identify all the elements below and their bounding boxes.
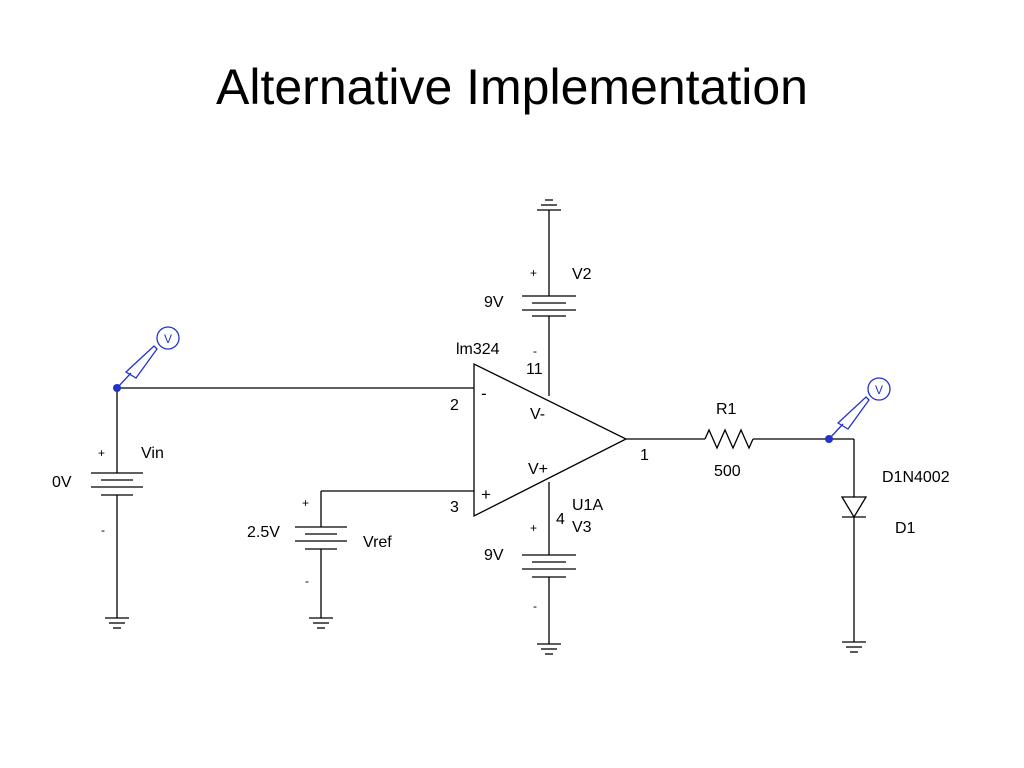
opamp-plus-sign: +	[481, 485, 491, 504]
opamp-pin-vpos: 4	[556, 511, 565, 528]
opamp-part-label: lm324	[456, 341, 500, 358]
opamp-vpos-label: V+	[528, 461, 548, 478]
ground-symbol-vref	[309, 617, 333, 629]
diode-part-label: D1N4002	[882, 469, 950, 486]
v2-value: 9V	[484, 294, 504, 311]
vin-minus: -	[101, 523, 105, 537]
battery-symbol-v2	[522, 295, 576, 317]
resistor-value: 500	[714, 463, 741, 480]
wires	[116, 210, 855, 644]
battery-symbol-vin	[91, 472, 143, 496]
slide-title: Alternative Implementation	[216, 59, 808, 115]
opamp-triangle	[473, 362, 628, 518]
vref-name: Vref	[363, 534, 392, 551]
opamp-minus-sign: -	[481, 384, 487, 403]
v2-plus: +	[530, 266, 537, 280]
vref-minus: -	[305, 574, 309, 588]
v3-plus: +	[530, 521, 537, 535]
opamp-pin-inv: 2	[450, 397, 459, 414]
battery-symbol-vref	[295, 526, 347, 550]
ground-symbol-d1	[842, 641, 866, 653]
vref-value: 2.5V	[247, 524, 280, 541]
v3-name: V3	[572, 519, 592, 536]
voltage-probe-output: V	[825, 377, 891, 443]
vin-name: Vin	[141, 445, 164, 462]
voltage-probe-input: V	[113, 326, 180, 392]
v3-value: 9V	[484, 547, 504, 564]
opamp-vneg-label: V-	[530, 406, 545, 423]
opamp-pin-noninv: 3	[450, 499, 459, 516]
resistor-zigzag	[704, 428, 754, 450]
diode-symbol	[840, 496, 868, 519]
v2-name: V2	[572, 266, 592, 283]
opamp-pin-vneg: 11	[526, 361, 543, 378]
battery-symbol-v3	[522, 554, 576, 578]
ground-symbol-vin	[105, 617, 129, 629]
ground-symbol-v3	[537, 643, 561, 655]
vin-value: 0V	[52, 474, 72, 491]
v3-minus: -	[533, 599, 537, 613]
vin-plus: +	[98, 446, 105, 460]
v2-minus: -	[533, 344, 537, 358]
diode-name-label: D1	[895, 520, 916, 537]
opamp-pin-out: 1	[640, 447, 649, 464]
vref-plus: +	[302, 496, 309, 510]
probe-output-symbol: V	[875, 383, 883, 397]
resistor-name: R1	[716, 401, 737, 418]
opamp-ref-label: U1A	[572, 497, 603, 514]
probe-input-symbol: V	[164, 332, 172, 346]
ground-symbol-v2	[537, 199, 561, 211]
